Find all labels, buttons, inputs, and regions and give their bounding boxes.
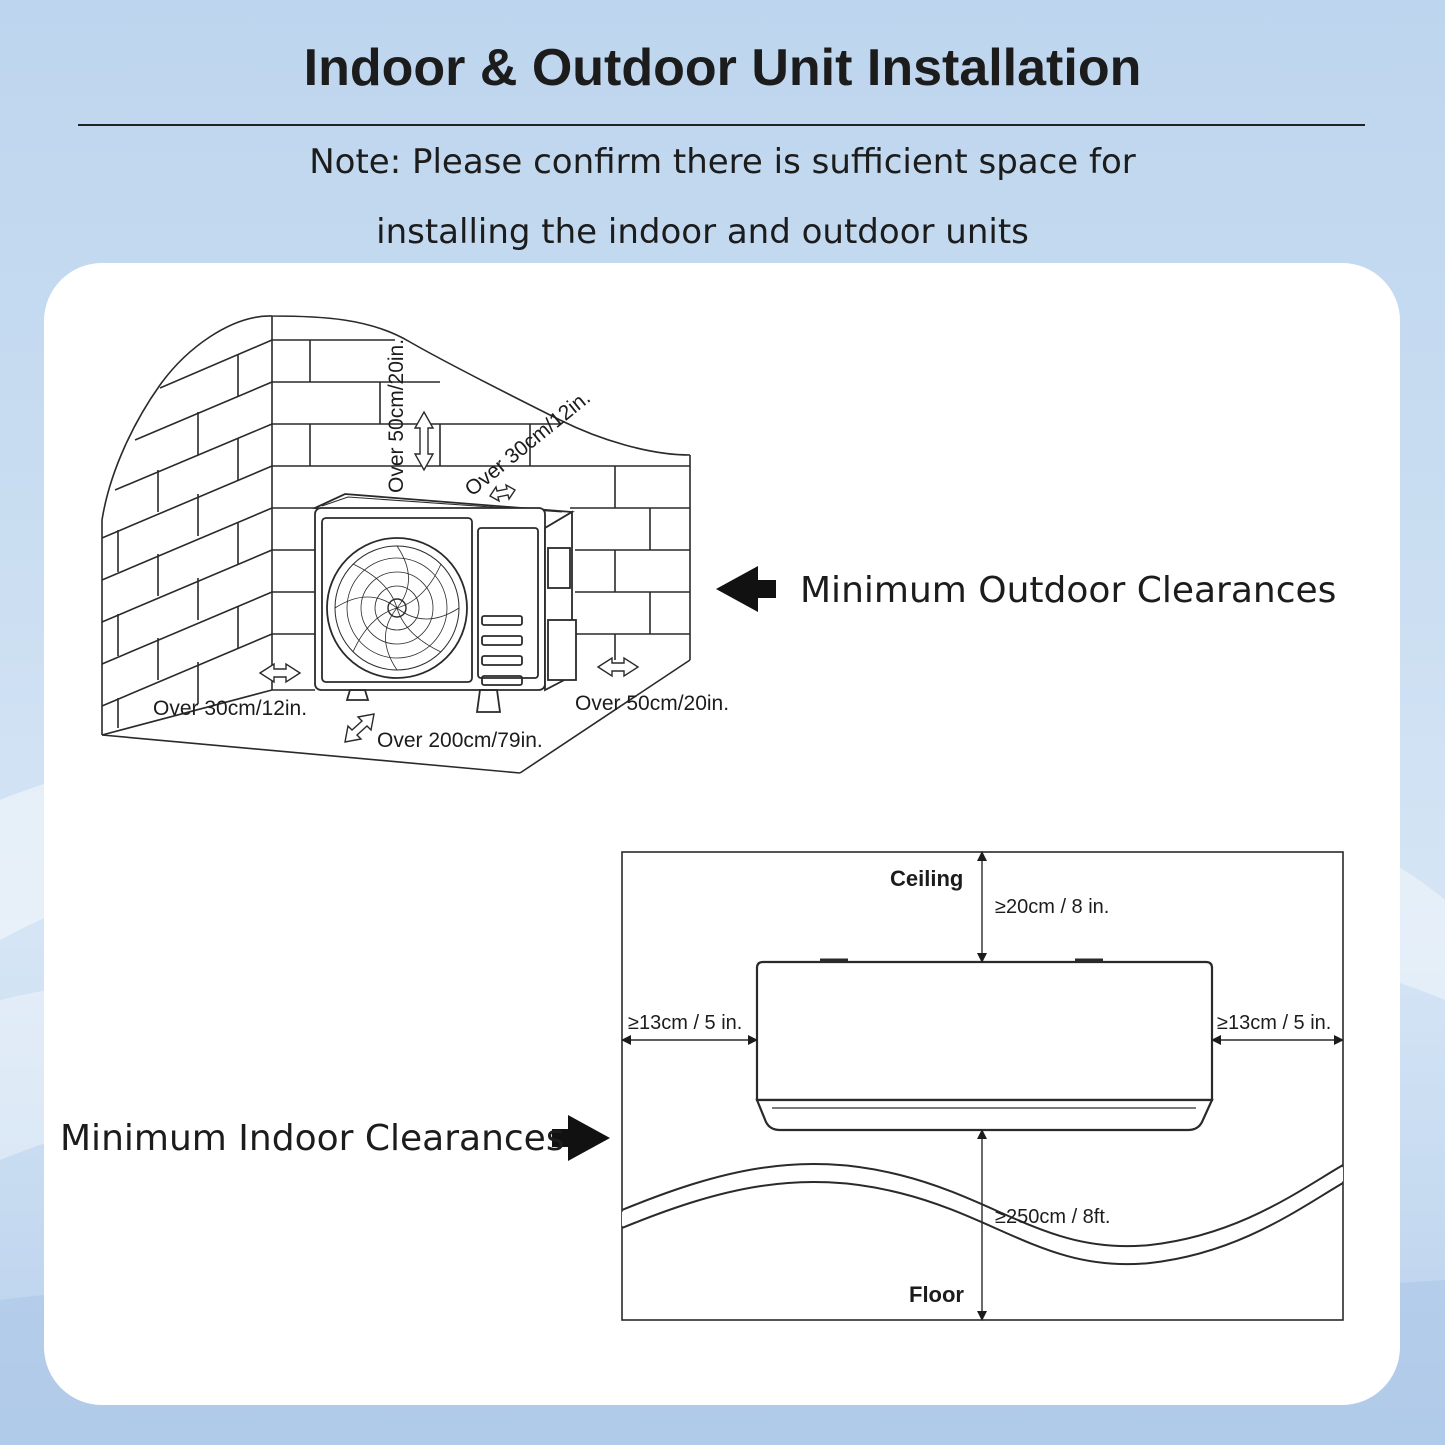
outdoor-top-label: Over 50cm/20in. — [385, 339, 408, 493]
indoor-unit — [755, 958, 1214, 1132]
indoor-left-label: ≥13cm / 5 in. — [628, 1012, 742, 1034]
indoor-right-label: ≥13cm / 5 in. — [1217, 1012, 1331, 1034]
note-line-1: Note: Please confirm there is sufficient… — [309, 142, 1136, 182]
ceiling-label: Ceiling — [890, 866, 963, 891]
outdoor-callout-label: Minimum Outdoor Clearances — [800, 570, 1337, 611]
outdoor-front-label: Over 200cm/79in. — [377, 729, 543, 752]
indoor-top-label: ≥20cm / 8 in. — [995, 896, 1109, 918]
outdoor-left-label: Over 30cm/12in. — [153, 697, 307, 720]
indoor-callout-arrow — [552, 1115, 610, 1161]
outdoor-clearance-arrows — [258, 410, 640, 743]
outdoor-callout-arrow — [716, 566, 776, 612]
diagram-card — [44, 263, 1400, 1405]
floor-label: Floor — [909, 1282, 964, 1307]
outdoor-unit — [311, 493, 577, 713]
indoor-callout-label: Minimum Indoor Clearances — [60, 1118, 565, 1159]
outdoor-wall — [101, 315, 691, 774]
indoor-dimension-lines — [621, 851, 1344, 1321]
title-divider — [78, 124, 1365, 126]
outdoor-right-label: Over 50cm/20in. — [575, 692, 729, 715]
indoor-bottom-label: ≥250cm / 8ft. — [995, 1206, 1110, 1228]
page-title: Indoor & Outdoor Unit Installation — [303, 39, 1142, 97]
note-line-2: installing the indoor and outdoor units — [376, 212, 1029, 252]
